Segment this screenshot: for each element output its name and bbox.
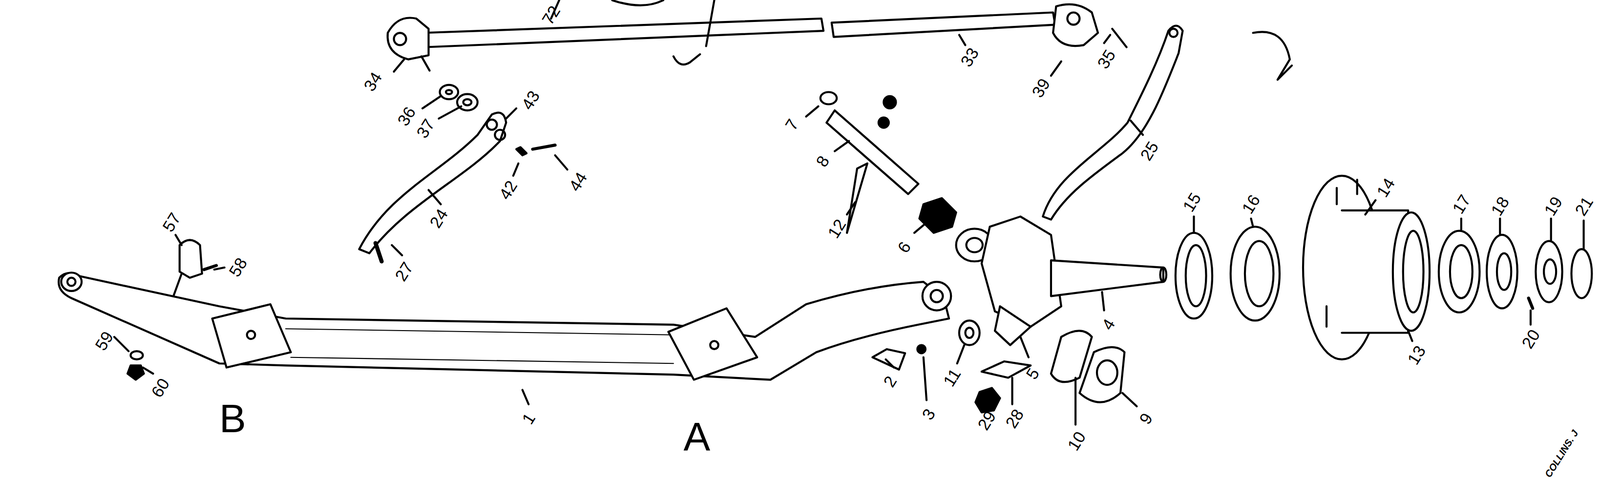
callout-number: 9 (1136, 410, 1156, 427)
signature: COLLINS. J (1542, 428, 1580, 480)
callout-number: 57 (159, 210, 184, 235)
callout-number: 18 (1488, 193, 1513, 219)
callout-number: 4 (1098, 315, 1118, 333)
callout-number: 16 (1239, 191, 1264, 217)
callout-number: 58 (225, 254, 250, 280)
callout-number: 36 (394, 104, 419, 129)
callout-number: 6 (894, 238, 914, 256)
callout-number: 13 (1404, 342, 1429, 368)
callout-number: 28 (1002, 406, 1027, 431)
callout-number: 5 (1023, 365, 1043, 382)
callout-number: 42 (496, 177, 521, 203)
callout-number: 44 (565, 169, 590, 194)
callout-number: 29 (974, 408, 999, 433)
callout-number: 39 (1029, 75, 1053, 101)
callout-number: 2 (880, 373, 900, 390)
callout-number: 33 (957, 44, 982, 70)
callout-number: 7 (782, 116, 802, 133)
view-letter: B (219, 398, 247, 439)
callout-number: 14 (1373, 175, 1398, 200)
callout-number: 19 (1540, 193, 1565, 219)
callout-number: 21 (1571, 193, 1596, 219)
callout-number: 60 (148, 375, 173, 400)
callout-number: 27 (392, 259, 417, 284)
callout-number: 1 (519, 410, 539, 427)
callout-number: 17 (1449, 191, 1474, 217)
callout-number: 10 (1064, 428, 1089, 454)
callout-number: 3 (919, 405, 939, 423)
callout-number: 8 (813, 152, 833, 170)
callout-number: 37 (413, 116, 438, 141)
callout-number: 11 (940, 365, 965, 390)
view-letter: A (683, 416, 711, 457)
callout-number: 20 (1518, 326, 1543, 352)
callout-number: 15 (1179, 189, 1204, 215)
callout-number: 43 (518, 87, 543, 113)
callout-number: 35 (1094, 46, 1118, 72)
callout-number: 34 (360, 69, 385, 94)
callout-number: 59 (92, 328, 117, 354)
callout-number: 12 (824, 216, 849, 241)
callout-number: 72 (539, 2, 564, 28)
callout-number: 25 (1136, 138, 1161, 164)
callout-number: 24 (426, 206, 451, 231)
